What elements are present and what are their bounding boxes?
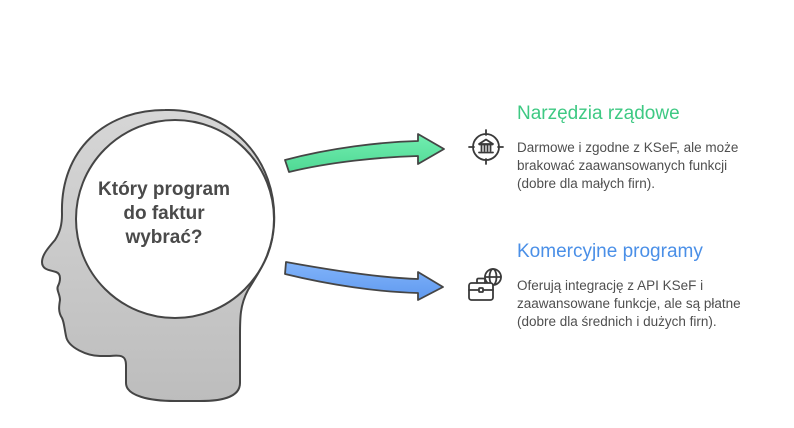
- description-line-3: (dobre dla małych firn).: [517, 176, 656, 191]
- option-description: Oferują integrację z API KSeF i zaawanso…: [517, 277, 741, 331]
- briefcase-globe-icon: [468, 268, 502, 301]
- description-line-3: (dobre dla średnich i dużych firn).: [517, 314, 717, 329]
- government-building-target-icon: [468, 129, 504, 165]
- question-line-1: Który program: [98, 179, 230, 200]
- description-line-2: brakować zaawansowanych funkcji: [517, 158, 728, 173]
- question-line-2: do faktur: [123, 203, 205, 224]
- head-silhouette-icon: [40, 108, 276, 402]
- option-title: Narzędzia rządowe: [517, 103, 680, 124]
- central-question: Który program do faktur wybrać?: [84, 178, 244, 250]
- option-title: Komercyjne programy: [517, 241, 703, 262]
- question-line-3: wybrać?: [125, 227, 203, 248]
- arrow-to-government-tools-icon: [284, 133, 445, 173]
- description-line-1: Oferują integrację z API KSeF i: [517, 278, 704, 293]
- description-line-2: zaawansowane funkcje, ale są płatne: [517, 296, 741, 311]
- option-description: Darmowe i zgodne z KSeF, ale może brakow…: [517, 139, 738, 193]
- arrow-to-commercial-programs-icon: [284, 261, 444, 301]
- thought-circle: [75, 119, 275, 319]
- description-line-1: Darmowe i zgodne z KSeF, ale może: [517, 140, 739, 155]
